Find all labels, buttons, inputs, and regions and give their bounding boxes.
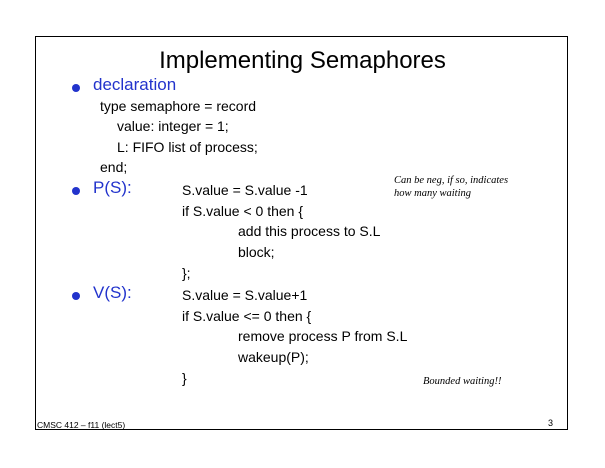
bullet-v-label: V(S): [93,283,132,302]
v-line-4: wakeup(P); [238,349,309,365]
p-line-4: block; [238,244,275,260]
p-line-3: add this process to S.L [238,223,381,239]
slide-title: Implementing Semaphores [159,47,446,74]
p-line-1: S.value = S.value -1 [182,182,308,198]
declaration-line-2: value: integer = 1; [117,118,229,134]
bullet-dot-p [72,187,80,195]
declaration-line-4: end; [100,159,128,175]
footer-course: CMSC 412 – f11 (lect5) [37,420,126,430]
v-line-1: S.value = S.value+1 [182,287,308,303]
p-line-2: if S.value < 0 then { [182,203,304,219]
annotation-bounded-waiting: Bounded waiting!! [423,376,502,387]
annotation-negative-value-1: Can be neg, if so, indicates [394,175,509,186]
page-number: 3 [548,418,554,428]
p-line-5: }; [182,265,191,281]
v-line-5: } [182,370,187,386]
annotation-negative-value-2: how many waiting [394,188,472,199]
bullet-declaration-label: declaration [93,75,177,94]
bullet-p-label: P(S): [93,178,132,197]
declaration-line-3: L: FIFO list of process; [117,139,258,155]
declaration-line-1: type semaphore = record [100,98,257,114]
slide-frame [35,36,568,430]
v-line-2: if S.value <= 0 then { [182,308,312,324]
bullet-dot-v [72,292,80,300]
bullet-dot-declaration [72,84,80,92]
v-line-3: remove process P from S.L [238,328,408,344]
